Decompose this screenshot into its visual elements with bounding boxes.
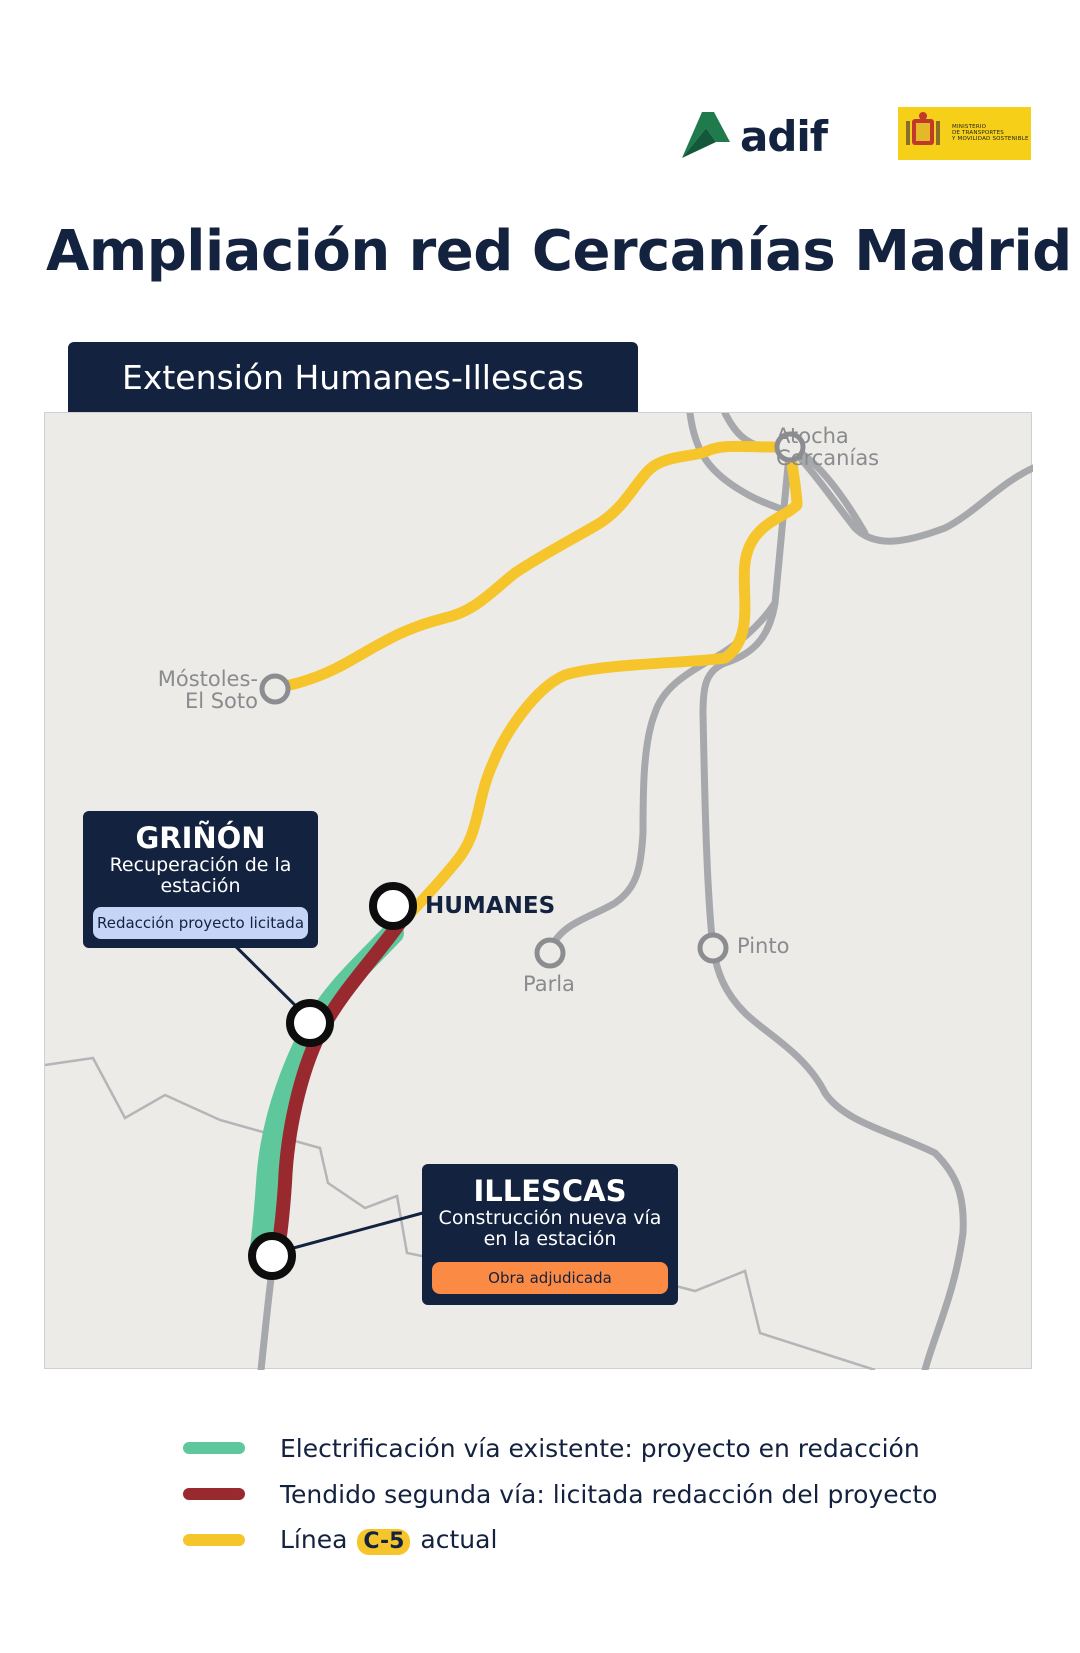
legend-item-electrification: Electrificación vía existente: proyecto …: [183, 1425, 1003, 1471]
ministry-name: MINISTERIO DE TRANSPORTES Y MOVILIDAD SO…: [952, 124, 1029, 142]
c5-line-humanes: [387, 441, 803, 939]
region-boundary: [45, 1056, 876, 1370]
illescas-title: ILLESCAS: [473, 1174, 627, 1208]
green-swatch-icon: [183, 1442, 245, 1454]
c5-line-mostoles: [269, 440, 796, 694]
legend-label: Electrificación vía existente: proyecto …: [280, 1433, 920, 1463]
grinon-station: [286, 999, 334, 1047]
rail-network-map: [45, 413, 1033, 1370]
network-line-northeast: [786, 443, 1033, 545]
humanes-label: HUMANES: [425, 893, 556, 919]
illescas-info-card: ILLESCAS Construcción nueva vía en la es…: [422, 1164, 678, 1305]
red-swatch-icon: [183, 1488, 245, 1500]
illescas-leader-line: [274, 1209, 431, 1255]
legend: Electrificación vía existente: proyecto …: [183, 1425, 1003, 1563]
map-panel: Atocha Cercanías Móstoles- El Soto Parla…: [44, 412, 1033, 1370]
legend-item-second-track: Tendido segunda vía: licitada redacción …: [183, 1471, 1003, 1517]
c5-line-badge: C-5: [357, 1529, 411, 1555]
adif-wordmark: adif: [740, 112, 828, 161]
parla-station: [534, 937, 566, 969]
page-title: Ampliación red Cercanías Madrid: [46, 219, 1072, 284]
humanes-station: [369, 882, 417, 930]
illescas-station: [248, 1232, 296, 1280]
mostoles-label: Móstoles- El Soto: [157, 667, 258, 713]
atocha-label: Atocha Cercanías: [776, 424, 880, 470]
adif-logo: adif: [680, 108, 850, 164]
illescas-subtitle: Construcción nueva vía en la estación: [438, 1207, 662, 1250]
adif-arrow-icon: [682, 112, 730, 158]
pinto-label: Pinto: [737, 934, 790, 958]
grinon-subtitle: Recuperación de la estación: [109, 854, 292, 897]
coat-of-arms-icon: [906, 112, 940, 145]
grinon-status-badge: Redacción proyecto licitada: [93, 907, 308, 939]
grinon-title: GRIÑÓN: [135, 821, 266, 855]
atocha-station: [774, 431, 806, 463]
legend-label: Línea C-5 actual: [280, 1525, 498, 1555]
network-line-pinto: [699, 443, 967, 1370]
yellow-swatch-icon: [183, 1534, 245, 1546]
legend-item-c5: Línea C-5 actual: [183, 1517, 1003, 1563]
ministry-logo: MINISTERIO DE TRANSPORTES Y MOVILIDAD SO…: [898, 107, 1031, 160]
legend-label: Tendido segunda vía: licitada redacción …: [280, 1479, 938, 1509]
second-track-segment: [270, 914, 408, 1262]
illescas-status-badge: Obra adjudicada: [432, 1262, 668, 1294]
grinon-info-card: GRIÑÓN Recuperación de la estación Redac…: [83, 811, 318, 948]
network-line-north: [686, 413, 794, 517]
pinto-station: [697, 932, 729, 964]
parla-label: Parla: [523, 972, 575, 996]
mostoles-station: [259, 673, 291, 705]
section-tab: Extensión Humanes-Illescas: [68, 342, 638, 412]
